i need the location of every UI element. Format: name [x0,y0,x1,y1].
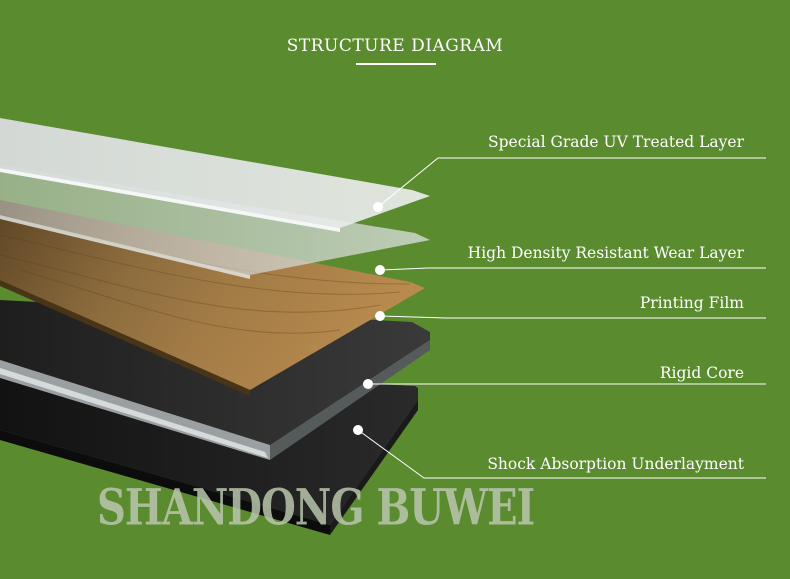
marker-dots [353,202,385,435]
label-printing-film: Printing Film [639,294,744,312]
watermark-text: SHANDONG BUWEI [97,478,535,537]
marker-dot-underlayment [353,425,363,435]
marker-dot-printing [375,311,385,321]
marker-dot-core [363,379,373,389]
label-rigid-core: Rigid Core [659,364,744,382]
wear-layer [0,165,430,279]
marker-dot-uv [373,202,383,212]
label-wear-layer: High Density Resistant Wear Layer [467,244,744,262]
marker-dot-wear [375,265,385,275]
title-underline [356,63,436,65]
page-title: STRUCTURE DIAGRAM [286,36,504,56]
printing-film-layer [0,200,425,396]
label-uv-layer: Special Grade UV Treated Layer [488,133,744,151]
uv-layer [0,118,430,232]
leader-lines [357,157,766,479]
label-underlayment: Shock Absorption Underlayment [487,455,744,473]
